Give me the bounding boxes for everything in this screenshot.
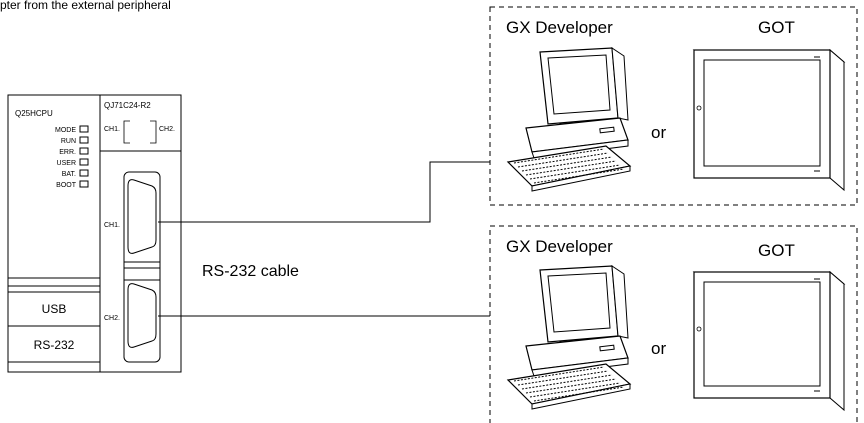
ch2-dsub-connector bbox=[127, 283, 157, 348]
serial-module: QJ71C24-R2 CH1. CH2. CH1. CH2. bbox=[99, 94, 182, 373]
ch1-dsub-connector bbox=[127, 179, 157, 254]
cpu-model-label: Q25HCPU bbox=[15, 109, 53, 118]
gx-developer-label-2: GX Developer bbox=[506, 237, 613, 256]
or-label-2: or bbox=[651, 339, 666, 358]
led-boot bbox=[79, 180, 89, 188]
pc-icon-1 bbox=[506, 47, 632, 192]
rs232-port-label: RS-232 bbox=[34, 338, 75, 352]
gx-developer-label-1: GX Developer bbox=[506, 18, 613, 37]
peripheral-group-2: GX Developer GOT or bbox=[489, 225, 858, 423]
led-run bbox=[79, 136, 89, 144]
led-label-boot: BOOT bbox=[56, 182, 77, 189]
led-label-user: USER bbox=[57, 160, 76, 167]
cable-label: RS-232 cable bbox=[202, 263, 299, 280]
module-led-ch1-label: CH1. bbox=[104, 126, 120, 133]
led-user bbox=[79, 158, 89, 166]
led-label-bat: BAT. bbox=[62, 171, 76, 178]
led-label-err: ERR. bbox=[59, 149, 76, 156]
header-fragment: pter from the external peripheral bbox=[0, 0, 171, 12]
pc-icon-2 bbox=[506, 265, 632, 410]
got-panel-icon-2 bbox=[692, 270, 846, 412]
led-label-run: RUN bbox=[61, 138, 76, 145]
or-label-1: or bbox=[651, 123, 666, 142]
got-label-1: GOT bbox=[758, 18, 795, 37]
led-label-mode: MODE bbox=[55, 127, 76, 134]
usb-port-label: USB bbox=[42, 302, 67, 316]
got-label-2: GOT bbox=[758, 241, 795, 260]
rs232-cable-ch1 bbox=[158, 161, 490, 223]
got-panel-icon-1 bbox=[692, 48, 846, 192]
module-model-label: QJ71C24-R2 bbox=[104, 101, 151, 110]
ch1-connector-label: CH1. bbox=[104, 222, 120, 229]
led-bat bbox=[79, 169, 89, 177]
plc-cpu-unit: Q25HCPU MODE RUN ERR. USER BAT. BOOT USB… bbox=[7, 94, 101, 373]
module-led-ch2-label: CH2. bbox=[159, 126, 175, 133]
peripheral-group-1: GX Developer GOT or bbox=[489, 6, 858, 206]
led-err bbox=[79, 147, 89, 155]
ch2-connector-label: CH2. bbox=[104, 315, 120, 322]
led-mode bbox=[79, 125, 89, 133]
